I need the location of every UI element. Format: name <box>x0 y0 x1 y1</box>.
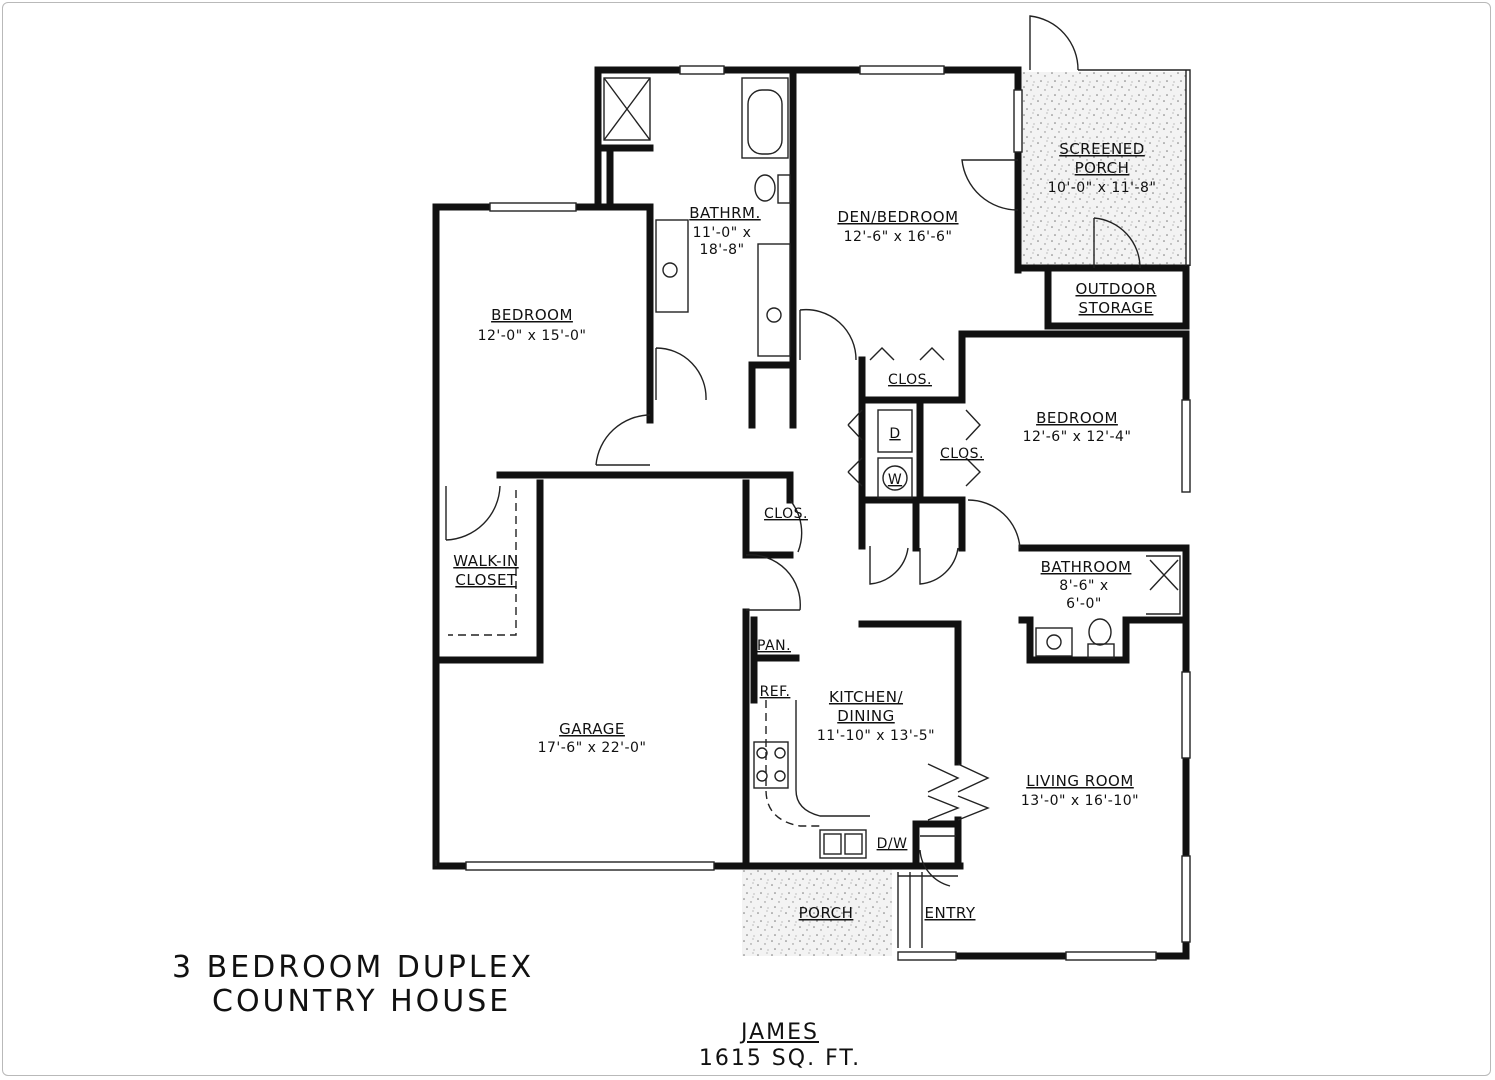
bathroom-name: BATHROOM <box>1041 558 1132 576</box>
den-bedroom-dim: 12'-6" x 16'-6" <box>844 229 953 245</box>
clos-mid-label: CLOS. <box>940 446 984 462</box>
outdoor-storage-name-1: OUTDOOR <box>1075 280 1156 298</box>
plan-title-line-2: COUNTRY HOUSE <box>212 984 512 1019</box>
screened-porch-floor <box>1018 72 1186 266</box>
dishwasher-label: D/W <box>877 836 908 852</box>
bathroom-dim-2: 6'-0" <box>1066 596 1102 612</box>
kitchen-name-1: KITCHEN/ <box>829 688 903 706</box>
bedroom-right-name: BEDROOM <box>1036 409 1118 427</box>
bathrm-name: BATHRM. <box>689 204 760 222</box>
screened-porch-name-1: SCREENED <box>1059 140 1145 158</box>
bedroom-left-dim: 12'-0" x 15'-0" <box>478 328 587 344</box>
dryer-label: D <box>889 426 900 442</box>
clos-left-label: CLOS. <box>764 506 808 522</box>
thin-lines <box>435 15 1191 961</box>
porch-name: PORCH <box>799 904 854 922</box>
room-labels: SCREENED PORCH 10'-0" x 11'-8" BATHRM. 1… <box>453 140 1156 922</box>
kitchen-dim: 11'-10" x 13'-5" <box>817 728 935 744</box>
walk-in-closet-name-1: WALK-IN <box>453 552 518 570</box>
model-name: JAMES <box>741 1020 819 1045</box>
pantry-label: PAN. <box>757 638 791 654</box>
garage-name: GARAGE <box>559 720 625 738</box>
walk-in-closet-name-2: CLOSET <box>455 571 517 589</box>
bathrm-dim-2: 18'-8" <box>699 242 744 258</box>
clos-top-label: CLOS. <box>888 372 932 388</box>
bathrm-dim-1: 11'-0" x <box>693 225 752 241</box>
ref-label: REF. <box>760 684 791 700</box>
square-footage: 1615 SQ. FT. <box>698 1046 862 1071</box>
living-room-dim: 13'-0" x 16'-10" <box>1021 793 1139 809</box>
washer-label: W <box>888 472 902 488</box>
living-room-name: LIVING ROOM <box>1026 772 1134 790</box>
entry-name: ENTRY <box>925 904 976 922</box>
front-porch-floor <box>742 868 892 956</box>
outdoor-storage-name-2: STORAGE <box>1079 299 1154 317</box>
kitchen-name-2: DINING <box>837 707 894 725</box>
screened-porch-name-2: PORCH <box>1075 159 1130 177</box>
den-bedroom-name: DEN/BEDROOM <box>837 208 958 226</box>
screened-porch-dim: 10'-0" x 11'-8" <box>1048 180 1157 196</box>
bedroom-right-dim: 12'-6" x 12'-4" <box>1023 429 1132 445</box>
garage-dim: 17'-6" x 22'-0" <box>538 740 647 756</box>
plan-title-line-1: 3 BEDROOM DUPLEX <box>172 950 535 985</box>
bedroom-left-name: BEDROOM <box>491 306 573 324</box>
bathroom-dim-1: 8'-6" x <box>1059 578 1108 594</box>
